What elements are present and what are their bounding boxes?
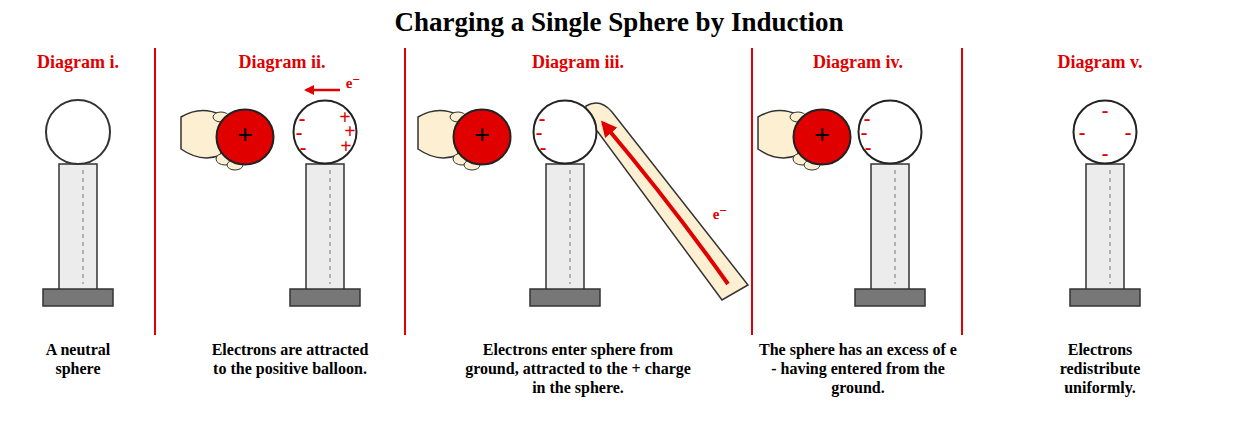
balloon: + <box>452 108 512 166</box>
charge-sign: + <box>340 136 351 156</box>
stand-marking <box>570 170 571 284</box>
stand-marking <box>330 170 331 284</box>
neutral-sphere <box>46 100 110 164</box>
panel-heading: Diagram iii. <box>488 52 668 74</box>
panel-caption: Electrons are attracted to the positive … <box>208 340 373 378</box>
charge-sign: - <box>540 137 547 157</box>
panel-heading: Diagram i. <box>8 52 148 74</box>
electron-arrow <box>603 123 728 284</box>
stand-column <box>59 164 97 290</box>
charge-sign: - <box>1102 143 1109 163</box>
sphere-shape <box>294 101 357 164</box>
panel-heading: Diagram v. <box>1015 52 1185 74</box>
sphere: --- <box>857 99 923 165</box>
charge-sign: - <box>300 137 307 157</box>
panel-caption: The sphere has an excess of e - having e… <box>758 340 958 398</box>
stand-column <box>871 164 909 290</box>
panel-caption: Electrons enter sphere from ground, attr… <box>463 340 693 398</box>
insulating-stand <box>43 164 113 306</box>
stand-column <box>1086 164 1124 290</box>
stand-base <box>290 289 360 306</box>
balloon-shape <box>794 110 851 165</box>
charge-sign: - <box>1102 100 1109 120</box>
electron-arrow <box>306 89 340 92</box>
stand-base <box>855 289 925 306</box>
balloon-shape <box>454 110 511 165</box>
electron-label: e⁻ <box>340 74 366 92</box>
panel-heading: Diagram iv. <box>773 52 943 74</box>
insulating-stand <box>290 164 360 306</box>
stand-base <box>43 289 113 306</box>
balloon-shape <box>217 110 274 165</box>
sphere-shape <box>859 101 922 164</box>
charge-sign: - <box>1079 122 1086 142</box>
panel-heading: Diagram ii. <box>202 52 362 74</box>
stand-marking <box>895 170 896 284</box>
stand-base <box>1070 289 1140 306</box>
insulating-stand <box>855 164 925 306</box>
sphere-shape <box>534 101 597 164</box>
insulating-stand <box>1070 164 1140 306</box>
electron-label: e⁻ <box>707 205 733 223</box>
stand-base <box>530 289 600 306</box>
sphere: --- <box>532 99 598 165</box>
panel-caption: Electrons redistribute uniformly. <box>1043 340 1158 398</box>
panel-caption: A neutral sphere <box>28 340 128 378</box>
charge-sign: + <box>814 121 830 149</box>
charge-sign: + <box>237 121 253 149</box>
stand-marking <box>83 170 84 284</box>
panel-divider <box>961 48 963 335</box>
diagram-title: Charging a Single Sphere by Induction <box>0 6 1238 38</box>
sphere: ---- <box>1072 99 1138 165</box>
panel-divider <box>404 48 406 335</box>
stand-column <box>306 164 344 290</box>
panel-divider <box>751 48 753 335</box>
balloon: + <box>792 108 852 166</box>
panel-divider <box>154 48 156 335</box>
charge-sign: - <box>865 137 872 157</box>
insulating-stand <box>530 164 600 306</box>
charge-sign: - <box>1125 122 1132 142</box>
stand-column <box>546 164 584 290</box>
charge-sign: + <box>474 121 490 149</box>
sphere-shape <box>1074 101 1137 164</box>
sphere: ---+++ <box>292 99 358 165</box>
grounding-arm <box>586 103 748 300</box>
stand-marking <box>1110 170 1111 284</box>
balloon: + <box>215 108 275 166</box>
